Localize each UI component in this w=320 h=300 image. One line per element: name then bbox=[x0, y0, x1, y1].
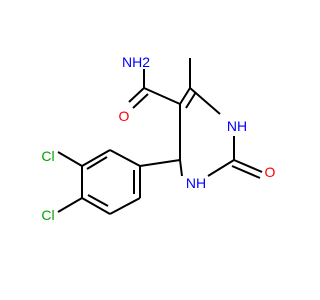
cl-para-label: Cl bbox=[41, 207, 54, 223]
bond-ar-5 bbox=[109, 197, 141, 215]
bond-c2-o-a bbox=[233, 159, 263, 173]
ring-n3h-label: NH bbox=[186, 175, 206, 191]
bond-amide-c-o-a bbox=[128, 87, 145, 103]
amide-nh2-label: NH2 bbox=[122, 54, 150, 70]
bond-n3-c4 bbox=[179, 159, 183, 177]
bond-c5-c6-a bbox=[179, 87, 191, 105]
bond-ar-1 bbox=[109, 149, 141, 167]
bond-ar-2 bbox=[81, 149, 111, 167]
bond-amide-c-c5 bbox=[143, 87, 181, 105]
molecule-structure: NH2 O NH NH O Cl Cl bbox=[41, 54, 275, 223]
bond-ar-4 bbox=[81, 197, 111, 215]
bond-c5-c6-b bbox=[185, 91, 197, 109]
bond-c2-n3 bbox=[207, 159, 235, 177]
amide-o-label: O bbox=[119, 108, 130, 124]
ring-n1h-label: NH bbox=[227, 118, 247, 134]
bond-cl-meta bbox=[57, 151, 83, 167]
bond-ar-4-inner bbox=[87, 194, 109, 207]
cl-meta-label: Cl bbox=[41, 148, 54, 164]
bond-c6-n1 bbox=[189, 87, 221, 115]
bond-ar-2-inner bbox=[86, 156, 108, 170]
atom-labels: NH2 O NH NH O Cl Cl bbox=[41, 54, 275, 223]
bond-c2-o-b bbox=[231, 165, 261, 179]
bond-c4-phenyl bbox=[139, 159, 181, 167]
bond-cl-para bbox=[57, 197, 83, 213]
urea-o-label: O bbox=[265, 164, 276, 180]
bond-amide-c-o-b bbox=[132, 93, 149, 109]
bonds bbox=[57, 58, 263, 215]
